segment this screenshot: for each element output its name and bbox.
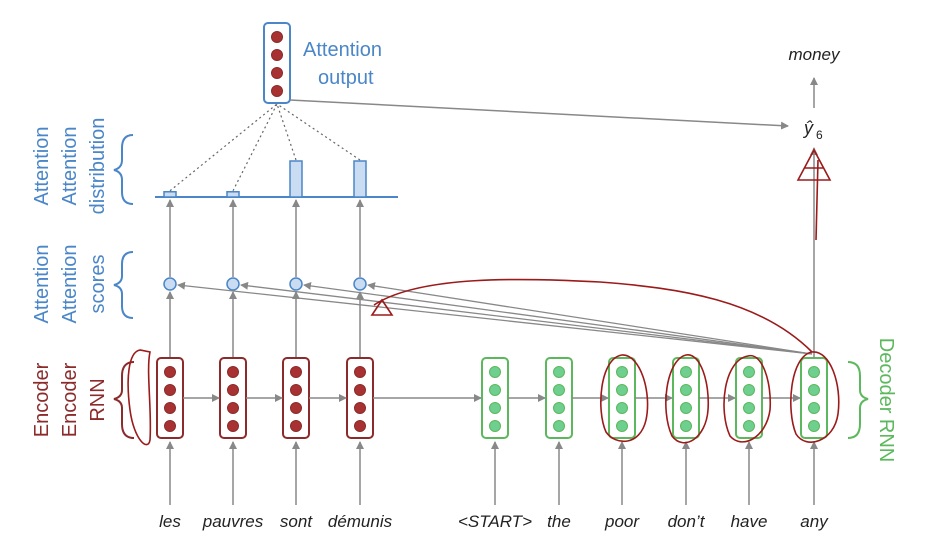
- decoder-input-word: don’t: [668, 512, 706, 531]
- attention-output-to-yhat-arrow: [289, 99, 789, 130]
- attention-score-nodes: [163, 277, 367, 291]
- attention-distribution-bar: [226, 191, 240, 198]
- attention-distribution-label: Attention Attention distribution: [31, 118, 109, 215]
- y-hat-symbol: ŷ: [802, 118, 814, 138]
- ink-small-triangle: [370, 298, 394, 316]
- encoder-cell: [346, 357, 374, 439]
- attention-distribution-label-3: distribution: [87, 118, 109, 215]
- attention-dotted-line: [232, 103, 278, 192]
- decoder-cell: [608, 357, 636, 439]
- attention-dotted-line: [276, 103, 297, 161]
- ink-circle-any: [790, 351, 840, 443]
- decoder-cell: [545, 357, 573, 439]
- attention-scores-label: Attention Attention scores: [31, 245, 109, 324]
- encoder-input-word: sont: [280, 512, 313, 531]
- decoder-cell: [481, 357, 509, 439]
- encoder-cell: [282, 357, 310, 439]
- attention-scores-label-3: scores: [87, 255, 109, 314]
- encoder-input-word: pauvres: [202, 512, 264, 531]
- handwritten-annotations: [127, 148, 840, 446]
- ink-vertical-line: [815, 159, 819, 241]
- decoder-input-word: the: [547, 512, 571, 531]
- ink-circle-dont: [665, 354, 710, 444]
- attention-distribution-label-1: Attention: [31, 127, 53, 206]
- encoder-cell: [156, 357, 184, 439]
- decoder-cell: [735, 357, 763, 439]
- attention-score-node: [289, 277, 303, 291]
- attention-distribution-bars: [163, 160, 367, 198]
- decoder-query-arrows: [177, 281, 813, 355]
- decoder-cell: [672, 357, 700, 439]
- attention-score-node: [226, 277, 240, 291]
- ink-circle-have: [723, 355, 772, 443]
- decoder-query-arrow: [177, 281, 813, 355]
- ink-encoder-circle: [127, 349, 152, 446]
- encoder-rnn-label-3: RNN: [87, 378, 109, 421]
- attention-distribution-label-2: Attention: [59, 127, 81, 206]
- encoder-rnn-label-2: Encoder: [59, 362, 81, 437]
- output-word: money: [788, 45, 841, 64]
- attention-score-node: [163, 277, 177, 291]
- decoder-cells: [481, 357, 828, 439]
- decoder-input-word: poor: [604, 512, 640, 531]
- attention-scores-label-1: Attention: [31, 245, 53, 324]
- attention-distribution-brace: [113, 134, 134, 205]
- ink-circle-poor: [600, 354, 649, 443]
- decoder-input-word: any: [800, 512, 829, 531]
- ink-arc-over: [373, 278, 813, 353]
- encoder-input-word: les: [159, 512, 181, 531]
- attention-dotted-line: [276, 103, 361, 161]
- attention-distribution-bar: [289, 160, 303, 198]
- decoder-input-word: have: [731, 512, 768, 531]
- decoder-cell: [800, 357, 828, 439]
- attention-output-label-1: Attention: [303, 39, 382, 61]
- decoder-rnn-brace: [847, 361, 869, 439]
- encoder-cells: [156, 357, 374, 439]
- attention-output-vector: [263, 22, 291, 104]
- ink-triangle-top: [796, 148, 832, 181]
- input-arrows: [166, 441, 818, 505]
- decoder-query-arrow: [303, 281, 813, 355]
- encoder-rnn-brace: [113, 361, 135, 439]
- encoder-rnn-label-1: Encoder: [31, 362, 53, 437]
- input-words: les pauvres sont démunis <START> the poor don’t…: [159, 512, 829, 531]
- score-to-distribution-arrows: [166, 199, 364, 358]
- attention-scores-label-2: Attention: [59, 245, 81, 324]
- decoder-query-arrow: [240, 281, 813, 355]
- attention-distribution-bar: [163, 191, 177, 198]
- encoder-cell: [219, 357, 247, 439]
- encoder-input-word: démunis: [328, 512, 393, 531]
- attention-distribution-bar: [353, 160, 367, 198]
- attention-scores-brace: [113, 251, 134, 319]
- encoder-rnn-label: Encoder Encoder RNN: [31, 362, 109, 437]
- attention-output-dotted-lines: [169, 103, 361, 192]
- attention-output-label-2: output: [318, 67, 374, 89]
- decoder-query-arrow: [367, 282, 813, 355]
- attention-score-node: [353, 277, 367, 291]
- decoder-rnn-label: Decoder RNN: [875, 338, 897, 462]
- y-hat-subscript: 6: [816, 128, 823, 142]
- decoder-input-word: <START>: [458, 512, 532, 531]
- attention-dotted-line: [169, 103, 278, 192]
